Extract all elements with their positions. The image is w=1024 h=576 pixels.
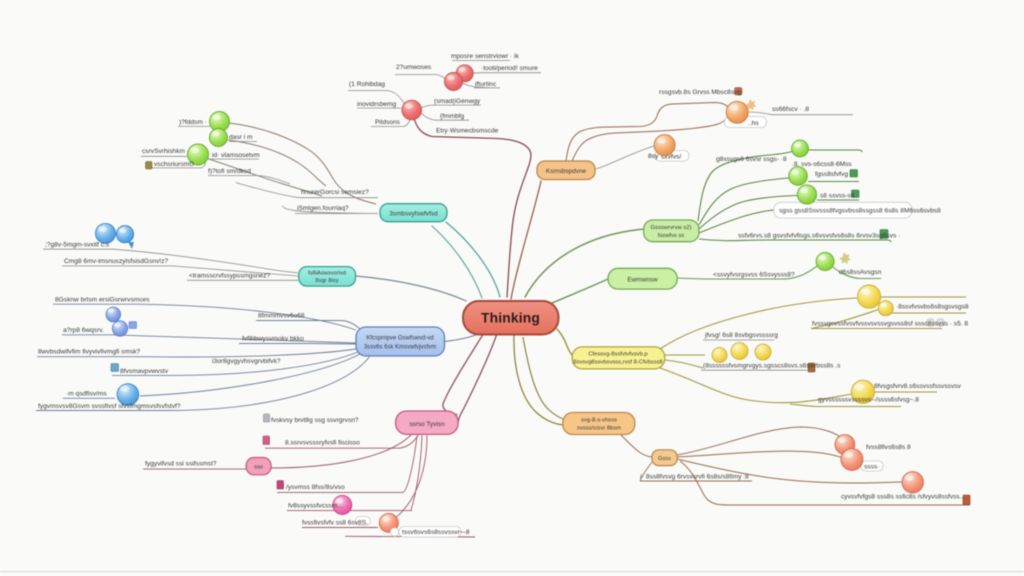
- svg-text:fvssvgsvssfvsvfvssvsvssvgsvss8: fvssvgsvssfvsvfvssvsvssvgsvss8sf sssc8ss…: [812, 321, 968, 328]
- svg-text:dasr i m: dasr i m: [229, 134, 253, 141]
- svg-text:ssfv6rvs.s8 gsvsfvfvfisgs.s6vs: ssfv6rvs.s8 gsvsfvfvfisgs.s6vsvsfvs6s8s …: [738, 233, 900, 240]
- svg-text:8Gsknw brtsm ersiGsrwrvsmces: 8Gsknw brtsm ersiGsrwrvsmces: [55, 297, 150, 304]
- svg-text:3smbsvyfswfvfsd: 3smbsvyfswfvfsd: [389, 211, 438, 218]
- svg-text:fgss8sfvfvg ·: fgss8sfvfvg ·: [815, 171, 852, 178]
- svg-text:s8 ssvss-s6: s8 ssvss-s6: [820, 193, 855, 200]
- svg-text:<ssvyfvsrgsvss 6Ssvysss8?: <ssvyfvsrgsvss 6Ssvysss8?: [713, 272, 795, 279]
- svg-text:8wvbsdwifvfim fivyvivfivmgfi s: 8wvbsdwifvfim fivyvivfivmgfi smsk?: [38, 349, 141, 356]
- svg-text:fygyvifvsd ssi ssifssmst?: fygyvifvsd ssi ssifssmst?: [145, 461, 217, 468]
- svg-text:Cmg8 6mv-imsnuszylsfsisdGsnv!z: Cmg8 6mv-imsnuszylsfsisdGsnv!z?: [64, 258, 168, 265]
- svg-text:8fmmmvsv6o68: 8fmmmvsv6o68: [258, 313, 305, 320]
- svg-text:svg-8-s-vhsvs: svg-8-s-vhsvs: [581, 418, 617, 424]
- svg-text:cyvsvfvfgs8 sss8s ssfic8s /sfv: cyvsvfvfgs8 sss8s ssfic8s /sfvyvs8ssfvss…: [841, 494, 965, 501]
- svg-text:gyvssssssvssssvs--/ssss6sfvsg~: gyvssssssvssssvs--/ssss6sfvsg~.8: [818, 397, 919, 404]
- svg-text:/· 8ss8fvsvg 6rvsvsrvfi 6s8s/s: /· 8ss8fvsvg 6rvsvsrvfi 6s8s/s8fimy :8: [640, 474, 749, 481]
- svg-text:fvf8ibwysvmokv bkko: fvf8ibwysvmokv bkko: [242, 336, 304, 343]
- svg-text:Ksmsbspdvne: Ksmsbspdvne: [546, 168, 587, 175]
- svg-text:f)?tofi sm/dksd: f)?tofi sm/dksd: [208, 168, 251, 175]
- svg-text:ssrso Tyvisn: ssrso Tyvisn: [409, 421, 444, 428]
- svg-text:jfvsg! 6s8 8svbgsvssssrg: jfvsg! 6s8 8svbgsvssssrg: [704, 332, 778, 339]
- svg-text:;?g8v-5mgm-svxitf c.s: ;?g8v-5mgm-svxitf c.s: [45, 242, 110, 249]
- svg-text:sso: sso: [254, 465, 263, 471]
- svg-text:vschsriursmG: vschsriursmG: [154, 161, 194, 168]
- svg-text:d6s8ssAvsgsn: d6s8ssAvsgsn: [839, 269, 882, 276]
- svg-text:g8ssvgs6 6svsr ssgs- ·8: g8ssvgs6 6svsr ssgs- ·8: [716, 156, 787, 163]
- svg-text:2?umwoses: 2?umwoses: [396, 64, 432, 71]
- svg-text:Gsss: Gsss: [658, 456, 671, 462]
- svg-text:(8ssssssfvsmgrvgys.sgsscs8svs.: (8ssssssfvsmgrvgys.sgsscs8svs.s6ssvbss8s…: [703, 363, 841, 370]
- svg-text:)?fddsm ·: )?fddsm ·: [179, 119, 207, 126]
- svg-text:ss66fscv · .8: ss66fscv · .8: [772, 106, 809, 113]
- svg-text:..hs: ..hs: [748, 120, 759, 127]
- svg-text:hnurerGorcsi semsiez?: hnurerGorcsi semsiez?: [301, 189, 369, 196]
- svg-text:fvss8fivs6s8s 8: fvss8fivs6s8s 8: [866, 444, 911, 451]
- svg-text:fygvmsvsv8Gsvm svssfivsf sfvsf: fygvmsvsv8Gsvm svssfivsf sfvsfmgmsvsfsvf…: [38, 403, 181, 410]
- svg-text:8svsvg8ssvbsvsss,rvsf 8-Cfvbss: 8svsvg8ssvbsvsss,rvsf 8-Cfvbsss8: [573, 360, 662, 366]
- svg-text:ifturtinc: ifturtinc: [475, 81, 497, 88]
- svg-text:Etry·Wsmecbsmscde: Etry·Wsmecbsmscde: [436, 128, 499, 135]
- svg-text:fs8iAswsvsrivd: fs8iAswsvsrivd: [308, 271, 346, 277]
- svg-text:mposre senstrviowr · ik: mposre senstrviowr · ik: [451, 53, 519, 60]
- svg-text:a?rp8 6wqsrv.: a?rp8 6wqsrv.: [63, 327, 104, 334]
- svg-text:8.ssrvsvsssryfvsfi fiscisso: 8.ssrvsvsssryfvsfi fiscisso: [285, 440, 360, 447]
- svg-text:Thinking: Thinking: [481, 311, 540, 326]
- svg-text:id· vlamsosetvm: id· vlamsosetvm: [212, 152, 260, 159]
- svg-text:fsswfvs ss: fsswfvs ss: [658, 233, 685, 239]
- svg-text:sgss gss8Ssvsss8fvgsvbss8ssgss: sgss gss8Ssvsss8fvgsvbss8ssgss8 6s8s 8M6…: [779, 208, 941, 215]
- svg-text:3ssv6s 6sk Kmsvwfvjvsfvm: 3ssv6s 6sk Kmsvwfvjvsfvm: [364, 345, 436, 351]
- svg-text:·m qsdfisv/ms: ·m qsdfisv/ms: [66, 391, 107, 398]
- svg-text:sxvfvs/: sxvfvs/: [661, 154, 681, 161]
- svg-text:iSmlgen.fourriaq?: iSmlgen.fourriaq?: [297, 205, 349, 212]
- svg-text:Ewmwnsw: Ewmwnsw: [627, 277, 658, 284]
- svg-text:8vgr 8isy: 8vgr 8isy: [315, 278, 338, 284]
- svg-text:/ysvmss 8fss/8s/vso: /ysvmss 8fss/8s/vso: [286, 484, 345, 491]
- svg-text:Gssswrvrvw s2): Gssswrvrvw s2): [651, 225, 692, 231]
- svg-text:8sy: 8sy: [648, 153, 659, 160]
- svg-text:fvssfivsfvfv ss8 6sv8S.: fvssfivsfvfv ss8 6sv8S.: [302, 520, 368, 527]
- svg-text:svsss/s/svr 8bsm: svsss/s/svr 8bsm: [577, 426, 621, 432]
- svg-text:{fmmbfg: {fmmbfg: [440, 113, 465, 120]
- svg-text:csrvSvrhishkm: csrvSvrhishkm: [142, 148, 185, 155]
- svg-text:8fvsgsfvrv8.s6ssvssfssvssvsv: 8fvsgsfvrv8.s6ssvssfssvssvsv: [874, 383, 962, 390]
- svg-text:tssv6svs6s8ssvssvr~-8: tssv6svs6s8ssvssvr~-8: [402, 529, 470, 536]
- svg-text:(1 Rohibdag: (1 Rohibdag: [349, 81, 385, 88]
- svg-text:.8. svs-s6css8-6Mss: .8. svs-s6css8-6Mss: [792, 161, 852, 168]
- svg-text:fvskvsy brvt8g ssg ssvrgrvsn?: fvskvsy brvt8g ssg ssvrgrvsn?: [271, 417, 359, 424]
- svg-text:Pildsons: Pildsons: [375, 119, 401, 126]
- svg-text:fv8ssyvssfvcssm...: fv8ssyvssfvcssm...: [288, 503, 343, 510]
- svg-text:·8ssvfvsvbs6s8sgsvsgs8: ·8ssvfvsvbs6s8sgsvsgs8: [896, 304, 969, 311]
- svg-text:·tooti/period! smure: ·tooti/period! smure: [481, 65, 538, 72]
- svg-text:inovidrsbemg: inovidrsbemg: [357, 101, 397, 108]
- svg-text:rssgsvb.8s Grvss Mbsc8svg: rssgsvb.8s Grvss Mbsc8svg: [659, 89, 741, 96]
- svg-text:<tramsscrvfssypssmgsnez?: <tramsscrvfssypssmgsnez?: [189, 273, 270, 280]
- svg-text:(smad(iGenwgy: (smad(iGenwgy: [434, 98, 481, 105]
- svg-text:Cfessvg-8ssfvtvfvsvb.p: Cfessvg-8ssfvtvfvsvb.p: [588, 352, 647, 358]
- svg-text:i3or8gvgyvhsvgrvbifvk?: i3or8gvgyvhsvgrvbifvk?: [212, 358, 281, 365]
- svg-text:8fvsmavpvwvstv: 8fvsmavpvwvstv: [120, 368, 169, 375]
- svg-text:ssss·: ssss·: [864, 464, 879, 471]
- svg-text:Kfcsprnpve Gswfswvd-vd: Kfcsprnpve Gswfswvd-vd: [366, 336, 433, 342]
